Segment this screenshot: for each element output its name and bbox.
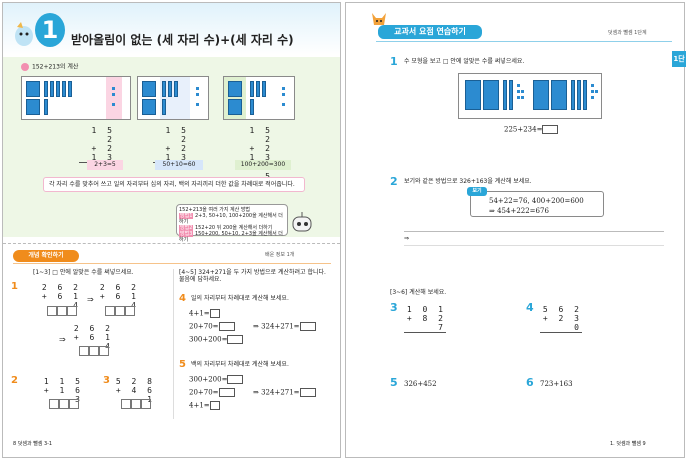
q2-arrow: ⇒: [404, 235, 410, 242]
model-box-step3: [223, 76, 295, 120]
page-footer: 1. 덧셈과 뺄셈 9: [610, 441, 646, 447]
q1-calc-2: 2 6 2+ 6 1 4: [99, 283, 139, 310]
result-step2: 50+10=60: [155, 160, 203, 170]
q5-line-1: 300+200=: [189, 375, 244, 384]
lesson-number: 1: [35, 13, 65, 47]
model-box-step2: [137, 76, 209, 120]
q1-answer-boxes[interactable]: [47, 306, 77, 316]
q5-line-2: 20+70=: [189, 388, 235, 397]
q6-number: 6: [526, 376, 534, 389]
q6-expression: 723+163: [540, 380, 573, 388]
instruction-4-5: [4~5] 324+271을 두 가지 방법으로 계산하려고 합니다. 물음에 …: [179, 269, 326, 284]
check-label: 개념 확인하기: [13, 250, 79, 262]
example-box: 보기 54+22=76, 400+200=600 ⇒ 454+222=676: [467, 187, 604, 217]
q5-result: ⇒ 324+271=: [253, 388, 316, 397]
instruction-3-6: [3~6] 계산해 보세요.: [390, 289, 447, 296]
q3-answer-boxes[interactable]: [121, 399, 151, 409]
q4-line-2: 20+70=: [189, 322, 235, 331]
mascot-icon: [13, 21, 35, 47]
q5-text: 백의 자리부터 차례대로 계산해 보세요.: [191, 361, 289, 368]
q1-number: 1: [11, 281, 18, 292]
check-tag: 배운 정보 1개: [265, 252, 295, 258]
q2-text: 보기와 같은 방법으로 326+163을 계산해 보세요.: [404, 178, 532, 185]
section-header: 교과서 요점 연습하기: [378, 25, 482, 39]
speech-bubble: 152+213을 여러 가지 계산 방법 방법1 2+3, 50+10, 100…: [176, 204, 288, 243]
q2-number: 2: [390, 175, 398, 188]
model-box-step1: [21, 76, 131, 120]
calc-step3: 1 5 2+ 2 1 33 6 5: [237, 126, 273, 181]
q4-line-1: 4+1=: [189, 309, 220, 318]
right-page: 교과서 요점 연습하기 덧셈과 뺄셈 1단계 1단원 1 수 모형을 보고 □ …: [345, 2, 686, 458]
q2-answer-boxes[interactable]: [49, 399, 79, 409]
chapter-side-tab[interactable]: 1단원: [672, 51, 686, 79]
corner-tag: 덧셈과 뺄셈 1단계: [608, 30, 647, 36]
page-footer: 8 덧셈과 뺄셈 3-1: [13, 441, 53, 447]
result-step1: 2+3=5: [87, 160, 123, 170]
instruction-1-3: [1~3] □ 안에 알맞은 수를 써넣으세요.: [33, 269, 134, 276]
q4-number: 4: [179, 293, 186, 304]
q1-answer-boxes-3[interactable]: [79, 346, 109, 356]
q4-calc: 5 6 2+ 2 3 0: [540, 305, 582, 333]
result-step3: 100+200=300: [235, 160, 291, 170]
example-label: 152+213의 계산: [21, 63, 161, 71]
fox-mascot-icon: [370, 9, 388, 27]
q3-number: 3: [103, 375, 110, 386]
q5-expression: 326+452: [404, 380, 437, 388]
q5-number: 5: [179, 359, 186, 370]
divider: [3, 243, 340, 244]
robot-mascot-icon: [291, 211, 313, 235]
q5-number: 5: [390, 376, 398, 389]
left-page: 1 받아올림이 없는 (세 자리 수)+(세 자리 수) 152+213의 계산…: [2, 2, 341, 458]
q4-result: ⇒ 324+271=: [253, 322, 316, 331]
q1-model-box: [458, 73, 602, 119]
q1-text: 수 모형을 보고 □ 안에 알맞은 수를 써넣으세요.: [404, 58, 525, 65]
q5-line-3: 4+1=: [189, 401, 220, 410]
q2-number: 2: [11, 375, 18, 386]
q4-line-3: 300+200=: [189, 335, 244, 344]
arrow-icon: ⇒: [87, 295, 94, 304]
explanation-box: 각 자리 수를 맞추어 쓰고 일의 자리부터 십의 자리, 백의 자리끼리 더한…: [43, 177, 305, 193]
arrow-icon: ⇒: [59, 335, 66, 344]
q1-expression: 225+234=: [504, 125, 559, 134]
lesson-title: 받아올림이 없는 (세 자리 수)+(세 자리 수): [71, 33, 294, 47]
q1-answer-boxes-2[interactable]: [105, 306, 135, 316]
q1-number: 1: [390, 55, 398, 68]
q3-number: 3: [390, 301, 398, 314]
q4-number: 4: [526, 301, 534, 314]
q1-calc: 2 6 2+ 6 1 4: [41, 283, 81, 310]
q3-calc: 1 0 1+ 8 2 7: [404, 305, 446, 333]
q4-text: 일의 자리부터 차례대로 계산해 보세요.: [191, 295, 289, 302]
